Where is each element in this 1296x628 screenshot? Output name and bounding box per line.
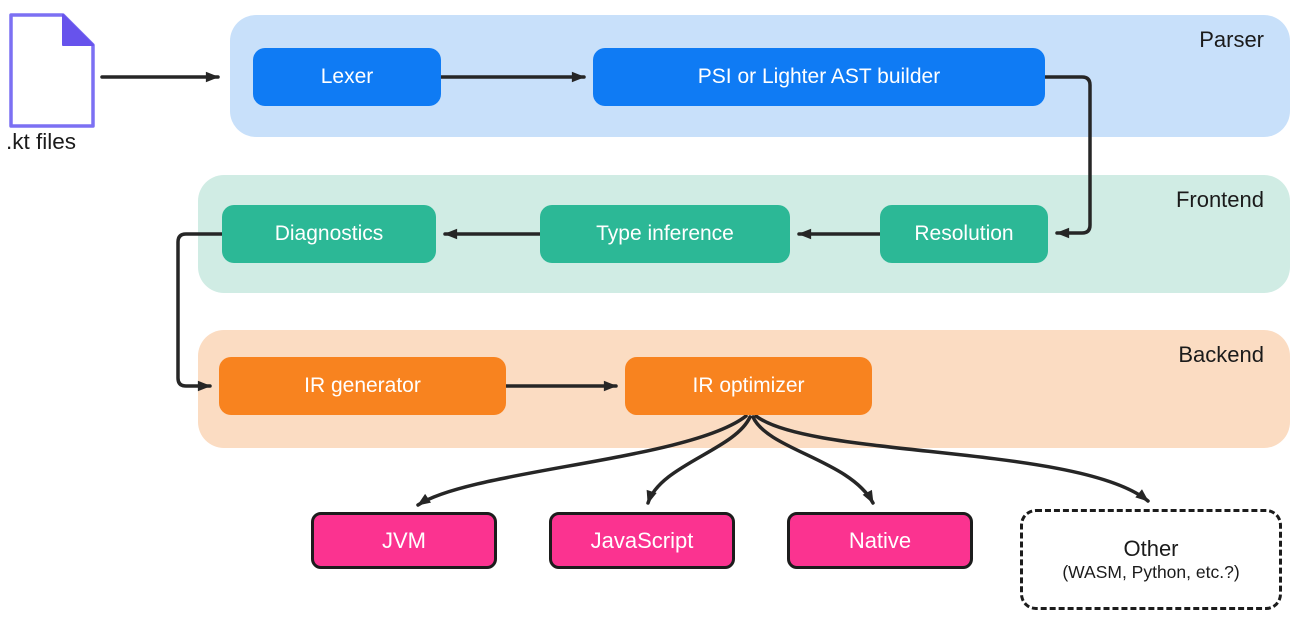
ast-builder-box: PSI or Lighter AST builder [593,48,1045,106]
resolution-label: Resolution [914,222,1014,245]
target-native-box: Native [787,512,973,569]
ast-builder-label: PSI or Lighter AST builder [697,65,941,88]
target-jvm-box: JVM [311,512,497,569]
parser-band-label: Parser [1199,27,1264,52]
target-jvm-label: JVM [382,527,426,553]
target-other-label: Other [1123,535,1179,561]
arrow-iroptimizer-to-other [754,414,1150,503]
target-javascript-box: JavaScript [549,512,735,569]
arrow-iroptimizer-to-jvm [416,414,748,507]
type-inference-label: Type inference [596,222,734,245]
backend-band-label: Backend [1178,342,1264,367]
target-other-box: Other (WASM, Python, etc.?) [1020,509,1282,610]
type-inference-box: Type inference [540,205,790,263]
lexer-box: Lexer [253,48,441,106]
arrow-diagnostics-to-irgenerator [176,232,224,392]
target-javascript-label: JavaScript [590,527,694,553]
kt-files-label: .kt files [6,129,77,154]
target-native-label: Native [848,527,912,553]
resolution-box: Resolution [880,205,1048,263]
ir-generator-label: IR generator [304,374,421,397]
lexer-label: Lexer [320,65,374,88]
arrow-astbuilder-to-resolution [1043,75,1092,239]
ir-generator-box: IR generator [219,357,506,415]
frontend-band-label: Frontend [1175,187,1264,212]
arrow-iroptimizer-to-native [751,415,875,505]
kt-file-icon [8,13,96,134]
diagnostics-label: Diagnostics [274,222,384,245]
arrow-iroptimizer-to-javascript [646,415,752,505]
diagnostics-box: Diagnostics [222,205,436,263]
target-other-note: (WASM, Python, etc.?) [1062,562,1240,583]
ir-optimizer-box: IR optimizer [625,357,872,415]
ir-optimizer-label: IR optimizer [692,374,805,397]
